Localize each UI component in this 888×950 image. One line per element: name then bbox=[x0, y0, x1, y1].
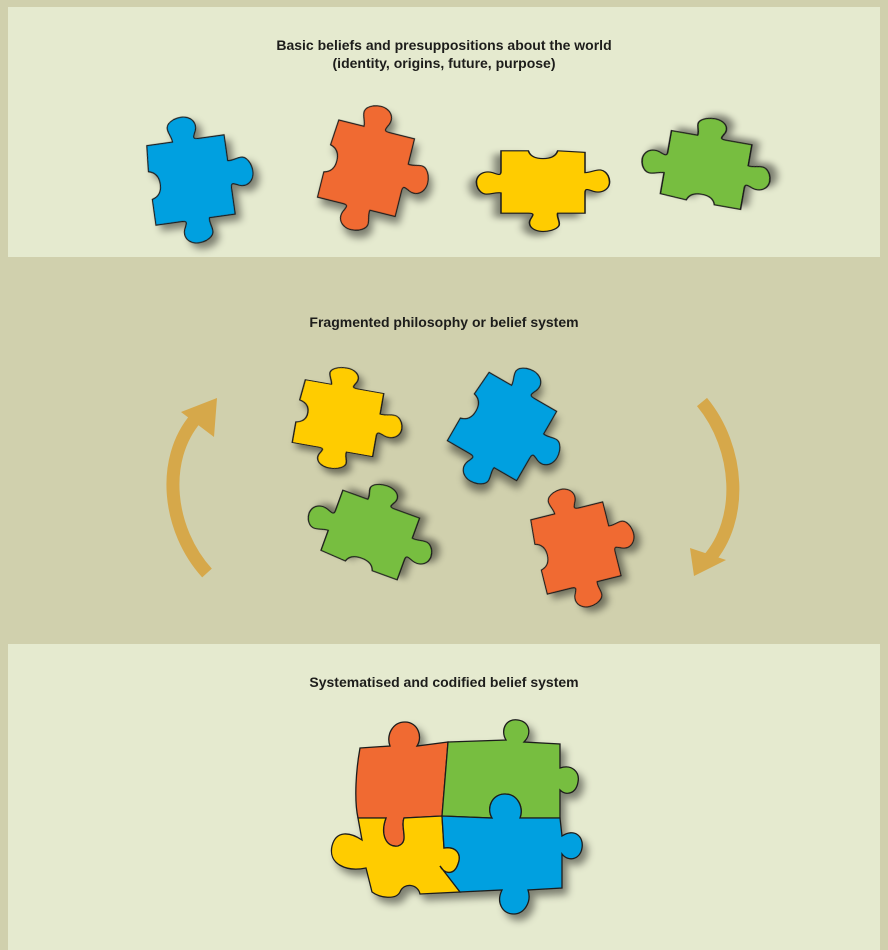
assembled-puzzle bbox=[330, 719, 583, 915]
puzzle-piece-blue bbox=[435, 350, 590, 514]
puzzle-piece-green bbox=[635, 106, 780, 215]
panel-fragmented: Fragmented philosophy or belief system bbox=[8, 280, 880, 620]
puzzle-piece-icon bbox=[475, 150, 611, 233]
puzzle-piece-icon bbox=[311, 96, 444, 246]
puzzle-piece-icon bbox=[522, 474, 649, 617]
panel-basic-beliefs-caption: Basic beliefs and presuppositions about … bbox=[8, 36, 880, 72]
puzzle-piece-orange bbox=[522, 474, 649, 617]
puzzle-piece-green bbox=[297, 463, 450, 589]
puzzle-piece-blue bbox=[140, 107, 263, 249]
puzzle-piece-icon bbox=[635, 106, 780, 215]
puzzle-piece-icon bbox=[435, 350, 590, 514]
puzzle-piece-icon bbox=[288, 360, 412, 480]
cycle-arrow-left bbox=[166, 398, 217, 578]
panel-basic-beliefs: Basic beliefs and presuppositions about … bbox=[8, 7, 880, 257]
puzzle-piece-yellow bbox=[288, 360, 412, 480]
puzzle-piece-yellow bbox=[475, 150, 611, 233]
puzzle-piece-icon bbox=[297, 463, 450, 589]
caption-line-2: (identity, origins, future, purpose) bbox=[332, 55, 556, 71]
panel-systematised-caption: Systematised and codified belief system bbox=[309, 674, 579, 690]
puzzle-piece-icon bbox=[140, 107, 263, 249]
puzzle-piece-blue bbox=[439, 793, 583, 915]
caption-line-1: Basic beliefs and presuppositions about … bbox=[276, 37, 612, 53]
puzzle-piece-orange bbox=[311, 96, 444, 246]
panel-fragmented-caption: Fragmented philosophy or belief system bbox=[309, 314, 579, 330]
cycle-arrow-right bbox=[690, 397, 740, 576]
